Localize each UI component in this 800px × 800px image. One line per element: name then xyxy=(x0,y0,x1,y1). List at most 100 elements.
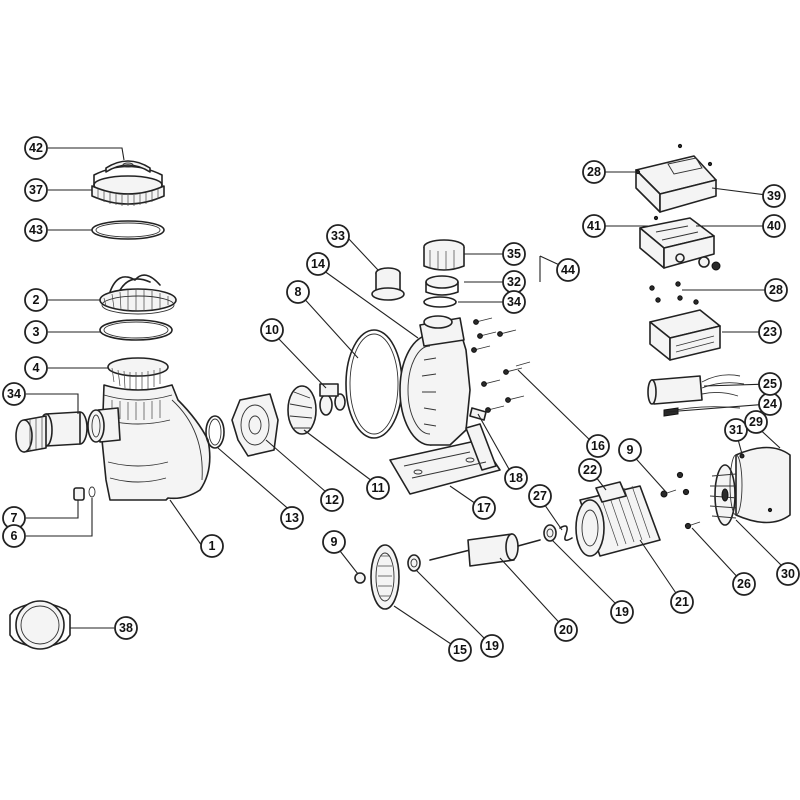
part-fan-30 xyxy=(709,464,739,526)
callout-18: 18 xyxy=(504,466,528,490)
part-motor-21 xyxy=(575,481,661,557)
callout-31: 31 xyxy=(724,418,748,442)
callout-40: 40 xyxy=(762,214,786,238)
callout-circle xyxy=(322,530,346,554)
callout-label: 9 xyxy=(331,535,338,549)
callout-39: 39 xyxy=(762,184,786,208)
part-oring-3 xyxy=(99,319,173,341)
part-strainer-basket-4 xyxy=(107,357,169,390)
part-pump-body-1 xyxy=(87,384,211,501)
callout-label: 44 xyxy=(561,263,575,277)
callout-15: 15 xyxy=(448,638,472,662)
part-fan-cover-29 xyxy=(729,446,791,524)
callout-26: 26 xyxy=(732,572,756,596)
callout-label: 27 xyxy=(533,489,547,503)
callout-23: 23 xyxy=(758,320,782,344)
part-impeller-11 xyxy=(287,385,333,435)
callout-28-upper: 28 xyxy=(582,160,606,184)
callout-label: 4 xyxy=(33,361,40,375)
callout-label: 6 xyxy=(11,529,18,543)
callout-label: 19 xyxy=(485,639,499,653)
part-terminal-cover-39-28 xyxy=(635,143,717,213)
callout-label: 2 xyxy=(33,293,40,307)
callout-label: 11 xyxy=(371,481,384,495)
part-screws-9-upper xyxy=(660,471,690,498)
callout-circle xyxy=(578,458,602,482)
part-bracket-17 xyxy=(389,423,501,495)
callout-33: 33 xyxy=(326,224,350,248)
part-union-34-left xyxy=(39,411,88,447)
part-screws-16 xyxy=(471,317,531,413)
callout-label: 14 xyxy=(311,257,325,271)
callout-label: 26 xyxy=(737,577,751,591)
callout-4: 4 xyxy=(24,356,48,380)
callout-circle xyxy=(586,434,610,458)
callout-label: 32 xyxy=(507,275,521,289)
callout-circle xyxy=(554,618,578,642)
part-screw-31 xyxy=(739,453,745,459)
callout-circle xyxy=(200,534,224,558)
callout-circle xyxy=(366,476,390,500)
callout-circle xyxy=(24,288,48,312)
callout-label: 28 xyxy=(587,165,601,179)
callout-circle xyxy=(610,600,634,624)
part-screws-28-lower xyxy=(649,281,699,305)
callout-label: 30 xyxy=(781,567,795,581)
part-bearing-19-upper xyxy=(543,524,557,542)
callout-label: 23 xyxy=(763,325,777,339)
callout-34-right: 34 xyxy=(502,290,526,314)
part-end-cover-15 xyxy=(370,544,400,610)
callout-41: 41 xyxy=(582,214,606,238)
callout-circle xyxy=(480,634,504,658)
callout-circle xyxy=(24,320,48,344)
callout-circle xyxy=(2,524,26,548)
part-capacitor-23 xyxy=(649,309,721,361)
callout-circle xyxy=(670,590,694,614)
part-terminal-box-40-41 xyxy=(639,215,721,271)
part-clamp-38 xyxy=(9,600,71,650)
callout-label: 7 xyxy=(11,511,18,525)
callout-label: 8 xyxy=(295,285,302,299)
callout-circle xyxy=(764,278,788,302)
callout-circle xyxy=(24,218,48,242)
callout-label: 12 xyxy=(325,493,339,507)
part-screw-26 xyxy=(684,521,701,530)
callout-circle xyxy=(618,438,642,462)
callout-circle xyxy=(732,572,756,596)
callout-19-upper: 19 xyxy=(610,600,634,624)
callout-34-left: 34 xyxy=(2,382,26,406)
callout-label: 40 xyxy=(767,219,781,233)
callout-25: 25 xyxy=(758,372,782,396)
callout-label: 20 xyxy=(559,623,573,637)
callout-circle xyxy=(744,410,768,434)
callout-label: 35 xyxy=(507,247,521,261)
callout-label: 42 xyxy=(29,141,43,155)
callout-44: 44 xyxy=(556,258,580,282)
part-spring-27 xyxy=(559,525,573,542)
callout-11: 11 xyxy=(366,476,390,500)
callout-24: 24 xyxy=(758,392,782,416)
callout-label: 17 xyxy=(477,501,491,515)
callout-circle xyxy=(472,496,496,520)
callout-circle xyxy=(260,318,284,342)
callout-label: 22 xyxy=(583,463,597,477)
part-union-35-32-34 xyxy=(423,239,465,329)
callout-circle xyxy=(762,214,786,238)
callout-label: 19 xyxy=(615,605,629,619)
callout-circle xyxy=(320,488,344,512)
part-union-nut-left xyxy=(15,415,47,453)
callout-22: 22 xyxy=(578,458,602,482)
part-cable-24-25 xyxy=(647,374,745,417)
callout-21: 21 xyxy=(670,590,694,614)
callout-43: 43 xyxy=(24,218,48,242)
callout-20: 20 xyxy=(554,618,578,642)
part-basket-2 xyxy=(99,274,177,315)
callout-29: 29 xyxy=(744,410,768,434)
callout-circle xyxy=(326,224,350,248)
callout-27: 27 xyxy=(528,484,552,508)
part-oring-43 xyxy=(91,220,165,240)
callout-circle xyxy=(306,252,330,276)
callout-circle xyxy=(528,484,552,508)
callout-label: 18 xyxy=(509,471,523,485)
